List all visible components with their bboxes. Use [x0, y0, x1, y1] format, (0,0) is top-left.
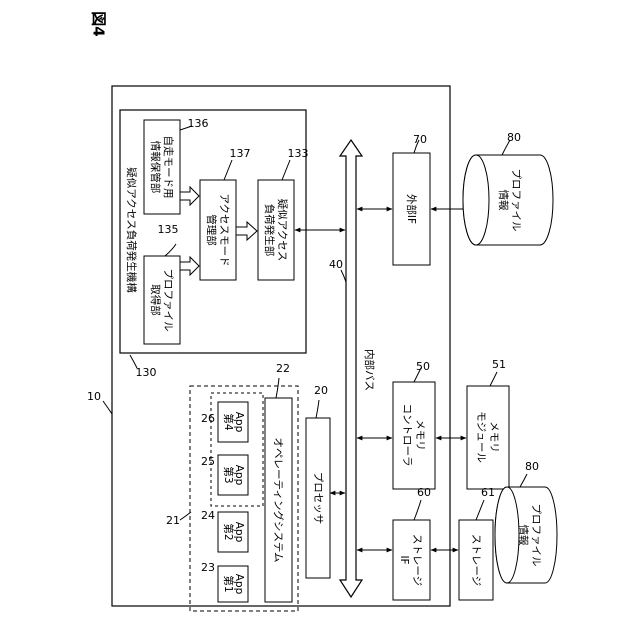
memory-module-box — [467, 386, 509, 489]
profile-info-top-label-2: 情報 — [497, 190, 510, 211]
storage-ref: 61 — [481, 486, 495, 499]
app3-ref: 25 — [201, 455, 215, 468]
profile-acquisition-label-2: 取得部 — [149, 284, 162, 316]
app1-label-2: App — [233, 574, 245, 595]
memory-module-ref: 51 — [492, 358, 506, 371]
self-mode-store-ref: 136 — [188, 117, 209, 130]
self-mode-store-label-1: 自走モード用 — [162, 136, 175, 199]
memory-controller-box — [393, 382, 435, 489]
external-if-ref: 70 — [413, 133, 427, 146]
mechanism-title: 疑似アクセス負荷発生機構 — [125, 167, 138, 293]
profile-acquisition-ref: 135 — [158, 223, 179, 236]
access-mode-manager-label-1: アクセスモード — [218, 194, 230, 267]
system-leader — [103, 401, 112, 414]
profile-info-bottom-leader — [520, 474, 527, 487]
profile-info-bottom-label-2: 情報 — [517, 525, 530, 546]
figure-label: 図4 — [90, 11, 108, 36]
internal-bus-ref: 40 — [329, 258, 343, 271]
arrow-access-mode-to-generator — [236, 222, 257, 240]
profile-info-bottom-label-1: プロファイル — [530, 504, 542, 567]
memory-module-leader — [490, 372, 497, 386]
processor-label: プロセッサ — [312, 472, 324, 525]
operating-system-label: オペレーティングシステム — [272, 437, 285, 562]
memory-module-label-2: モジュール — [475, 411, 487, 463]
mechanism-ref: 130 — [136, 366, 157, 379]
arrow-self-mode-to-access-mode — [180, 187, 199, 205]
profile-info-bottom-ref: 80 — [525, 460, 539, 473]
pseudo-load-generator-label-1: 疑似アクセス — [276, 199, 288, 261]
arrow-profile-to-access-mode — [180, 257, 199, 275]
operating-system-ref: 22 — [276, 362, 290, 375]
internal-bus-label: 内部バス — [363, 349, 376, 391]
profile-info-top-ref: 80 — [507, 131, 521, 144]
memory-controller-label-2: コントローラ — [401, 404, 413, 467]
apps-group-leader — [180, 512, 191, 520]
system-ref: 10 — [87, 390, 101, 403]
apps-group-ref: 21 — [166, 514, 180, 527]
app2-ref: 24 — [201, 509, 215, 522]
self-mode-store-label-2: 情報保管部 — [149, 141, 162, 194]
storage-if-ref: 60 — [417, 486, 431, 499]
app1-ref: 23 — [201, 561, 215, 574]
profile-acquisition-leader — [165, 244, 176, 256]
access-mode-manager-leader — [224, 160, 232, 180]
pseudo-load-generator-label-2: 負荷発生部 — [263, 204, 276, 257]
storage-label: ストレージ — [470, 534, 482, 586]
operating-system-leader — [276, 378, 279, 398]
storage-if-label-2: IF — [398, 555, 410, 564]
storage-if-label-1: ストレージ — [411, 534, 423, 586]
storage-leader — [476, 500, 484, 520]
internal-bus-leader — [341, 270, 346, 282]
storage-if-leader — [414, 500, 421, 520]
pseudo-load-generator-ref: 133 — [288, 147, 309, 160]
app4-label-2: App — [233, 412, 245, 433]
profile-acquisition-label-1: プロファイル — [162, 269, 174, 332]
memory-controller-ref: 50 — [416, 360, 430, 373]
pseudo-load-generator-leader — [282, 160, 290, 180]
app4-ref: 26 — [201, 412, 215, 425]
access-mode-manager-ref: 137 — [230, 147, 251, 160]
memory-module-label-1: メモリ — [488, 421, 500, 453]
profile-info-top-label-1: プロファイル — [510, 169, 522, 232]
memory-controller-label-1: メモリ — [414, 419, 426, 451]
external-if-label: 外部IF — [405, 194, 418, 224]
access-mode-manager-label-2: 管理部 — [205, 214, 218, 246]
app2-label-2: App — [233, 522, 245, 543]
app3-label-2: App — [233, 465, 245, 486]
processor-leader — [316, 400, 319, 418]
processor-ref: 20 — [314, 384, 328, 397]
